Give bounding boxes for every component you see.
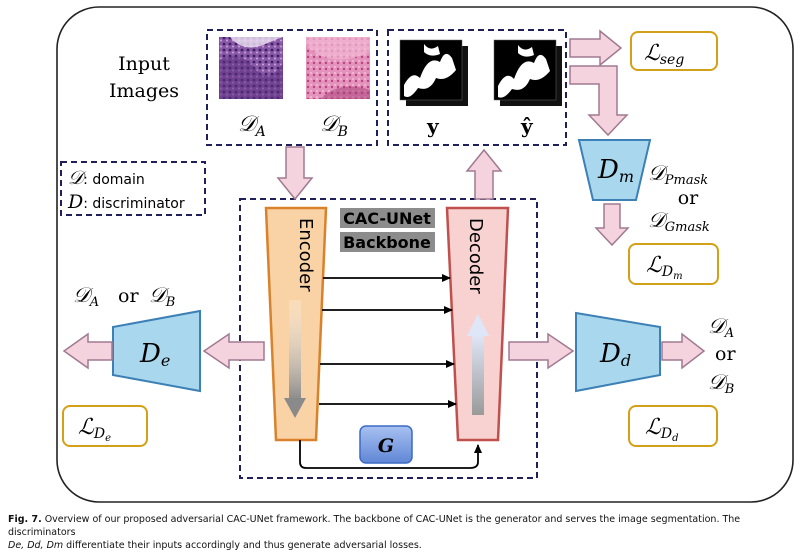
skip-connections (299, 274, 482, 469)
dd-out-a: 𝒟A (708, 314, 734, 341)
loss-seg-box (630, 31, 718, 71)
decoder-label: Decoder (465, 218, 486, 294)
input-label-line2: Images (109, 80, 179, 102)
generator-label: G (378, 435, 394, 457)
legend-box (60, 161, 206, 216)
loss-de-label: ℒDe (78, 415, 111, 444)
gmask-label: 𝒟Gmask (648, 208, 710, 235)
caption-text-line2: differentiate their inputs accordingly a… (63, 540, 422, 551)
input-images-box (206, 29, 378, 146)
caption-discriminators: De, Dd, Dm (8, 540, 64, 551)
framework-diagram: Input Images 𝒟A 𝒟B y ŷ 𝒟: domain D: disc… (56, 6, 794, 503)
input-to-encoder-arrow (276, 146, 314, 201)
backbone-label-line1: CAC-UNet (343, 209, 431, 228)
decoder-to-dd-arrow (508, 332, 575, 370)
loss-seg-label: ℒseg (644, 41, 684, 68)
domain-a-label: 𝒟A (238, 112, 266, 140)
backbone-label-bg-2 (340, 232, 435, 252)
discriminator-dd (575, 311, 661, 393)
loss-de-box (62, 405, 148, 447)
label-y: y (426, 114, 440, 138)
backbone-box (239, 198, 538, 479)
discriminator-de (112, 309, 201, 393)
generator-box (359, 425, 413, 464)
dm-output-arrow (594, 203, 630, 247)
loss-dd-label: ℒDd (645, 415, 679, 444)
outer-frame (56, 6, 794, 503)
de-out-a: 𝒟A (73, 283, 99, 310)
domain-b-label: 𝒟B (320, 112, 348, 140)
mask-y-image (399, 39, 468, 106)
loss-dd-box (628, 405, 718, 447)
figure-caption: Fig. 7. Overview of our proposed adversa… (8, 513, 804, 552)
de-out-b: 𝒟B (149, 283, 175, 310)
legend-domain: 𝒟: domain (68, 167, 145, 189)
encoder-to-de-arrow (202, 332, 265, 370)
pmask-label: 𝒟Pmask (648, 161, 708, 188)
backbone-label-line2: Backbone (343, 233, 431, 252)
dd-output-arrow (661, 332, 706, 370)
dd-out-b: 𝒟B (708, 370, 734, 397)
backbone-label-bg-1 (340, 208, 435, 228)
to-dm-arrow (569, 65, 629, 137)
caption-label: Fig. 7. (8, 514, 42, 525)
mask-yhat-image (493, 39, 562, 106)
discriminator-dm (577, 139, 652, 201)
dm-label: Dm (597, 155, 634, 186)
tissue-image-a (219, 37, 283, 99)
dd-label: Dd (599, 339, 631, 370)
input-label-line1: Input (118, 53, 170, 75)
to-lseg-arrow (569, 29, 623, 67)
decoder-to-masks-arrow (465, 148, 503, 200)
loss-dm-label: ℒDm (646, 253, 683, 282)
tissue-image-b (306, 37, 370, 99)
masks-box (387, 29, 567, 146)
encoder-label: Encoder (295, 218, 316, 292)
de-output-arrow (62, 332, 113, 370)
de-label: De (139, 339, 170, 370)
loss-dm-box (628, 243, 719, 285)
legend-discriminator: D: discriminator (67, 191, 185, 213)
dd-out-or: or (715, 343, 736, 365)
label-yhat: ŷ (520, 114, 534, 138)
de-out-or: or (118, 285, 139, 307)
pmask-or: or (678, 187, 699, 209)
caption-text: Overview of our proposed adversarial CAC… (8, 514, 741, 538)
